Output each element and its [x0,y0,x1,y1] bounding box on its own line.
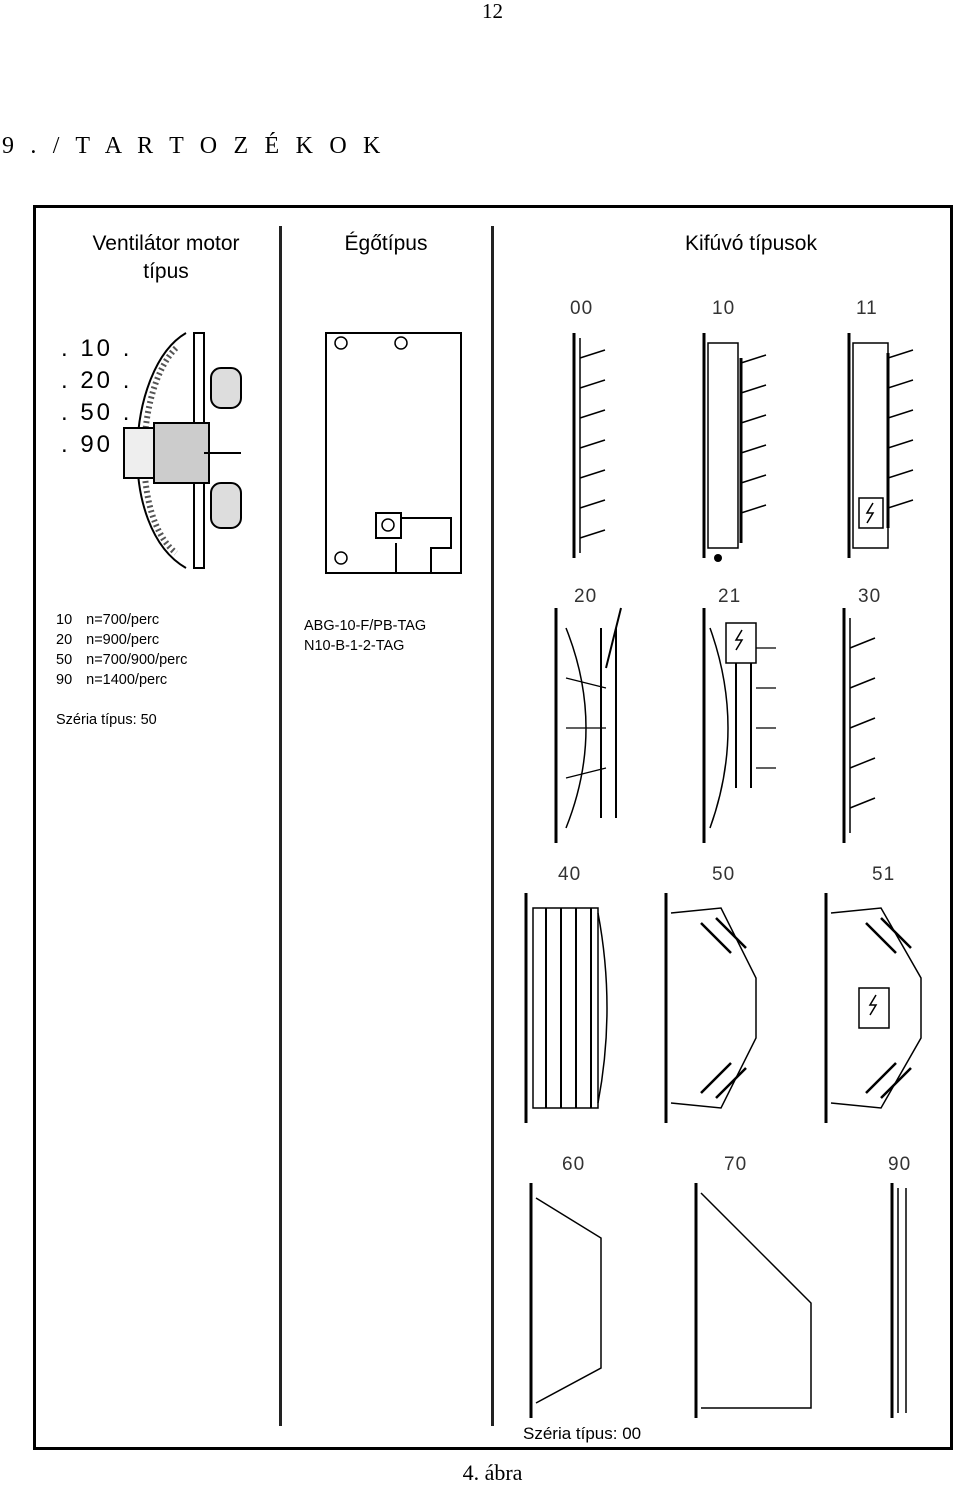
outlet-20-drawing [554,607,622,843]
outlet-type-label: 90 [888,1154,912,1175]
outlet-type-label: 51 [872,864,896,885]
motor-code: . 20 . [61,367,133,394]
section-title: 9 . / T A R T O Z É K O K [2,133,386,159]
outlet-11-drawing [847,333,914,558]
speed-row: 10 n=700/perc [56,610,187,630]
outlet-90-drawing [890,1183,907,1418]
outlet-type-label: 70 [724,1154,748,1175]
outlet-type-label: 50 [712,864,736,885]
outlet-50-drawing [664,893,757,1123]
outlet-60-drawing [529,1183,602,1418]
outlet-type-label: 60 [562,1154,586,1175]
outlet-type-label: 10 [712,298,736,319]
outlet-type-label: 00 [570,298,594,319]
outlet-type-label: 40 [558,864,582,885]
column-divider-2 [491,226,494,1426]
page-number: 12 [482,0,503,23]
outlet-type-label: 30 [858,586,882,607]
speed-row: 50 n=700/900/perc [56,650,187,670]
burner-code: N10-B-1-2-TAG [304,638,405,654]
outlet-40-drawing [524,893,608,1123]
speed-code: 50 [56,652,73,668]
motor-code-list: . 10 . . 20 . . 50 . . 90 . [61,333,132,461]
speed-row: 90 n=1400/perc [56,670,187,690]
outlet-type-label: 21 [718,586,742,607]
speed-code: 10 [56,612,73,628]
speed-rate: n=1400/perc [86,672,168,688]
speed-rate: n=700/perc [86,612,160,628]
motor-heading: Ventilátor motor típus [61,230,271,286]
burner-code-list: ABG-10-F/PB-TAG N10-B-1-2-TAG [304,616,426,656]
motor-code: . 10 . [61,335,133,362]
speed-code: 20 [56,632,73,648]
outlet-30-drawing [842,608,876,843]
figure-caption: 4. ábra [462,1460,523,1485]
motor-heading-line1: Ventilátor motor [92,232,240,255]
speed-row: 20 n=900/perc [56,630,187,650]
motor-speed-list: 10 n=700/perc 20 n=900/perc 50 n=700/900… [56,610,187,690]
outlet-21-drawing [702,608,776,843]
outlet-10-drawing [702,333,767,562]
speed-rate: n=900/perc [86,632,160,648]
outlet-51-drawing [824,893,922,1123]
speed-rate: n=700/900/perc [86,652,188,668]
motor-drawing [123,332,242,569]
column-divider-1 [279,226,282,1426]
outlet-series-label: Széria típus: 00 [523,1424,642,1443]
motor-code: . 50 . [61,399,133,426]
motor-heading-line2: típus [143,260,189,283]
burner-heading: Égőtípus [344,232,428,255]
burner-drawing [325,332,462,574]
outlet-00-drawing [572,333,606,558]
outlet-70-drawing [694,1183,812,1418]
outlet-heading: Kifúvó típusok [685,232,817,255]
motor-code: . 90 . [61,431,133,458]
speed-code: 90 [56,672,73,688]
motor-series-label: Széria típus: 50 [56,712,157,728]
outlet-type-label: 11 [856,298,878,319]
accessories-figure: Ventilátor motor típus . 10 . . 20 . . 5… [33,205,953,1450]
outlet-type-label: 20 [574,586,598,607]
burner-code: ABG-10-F/PB-TAG [304,618,427,634]
